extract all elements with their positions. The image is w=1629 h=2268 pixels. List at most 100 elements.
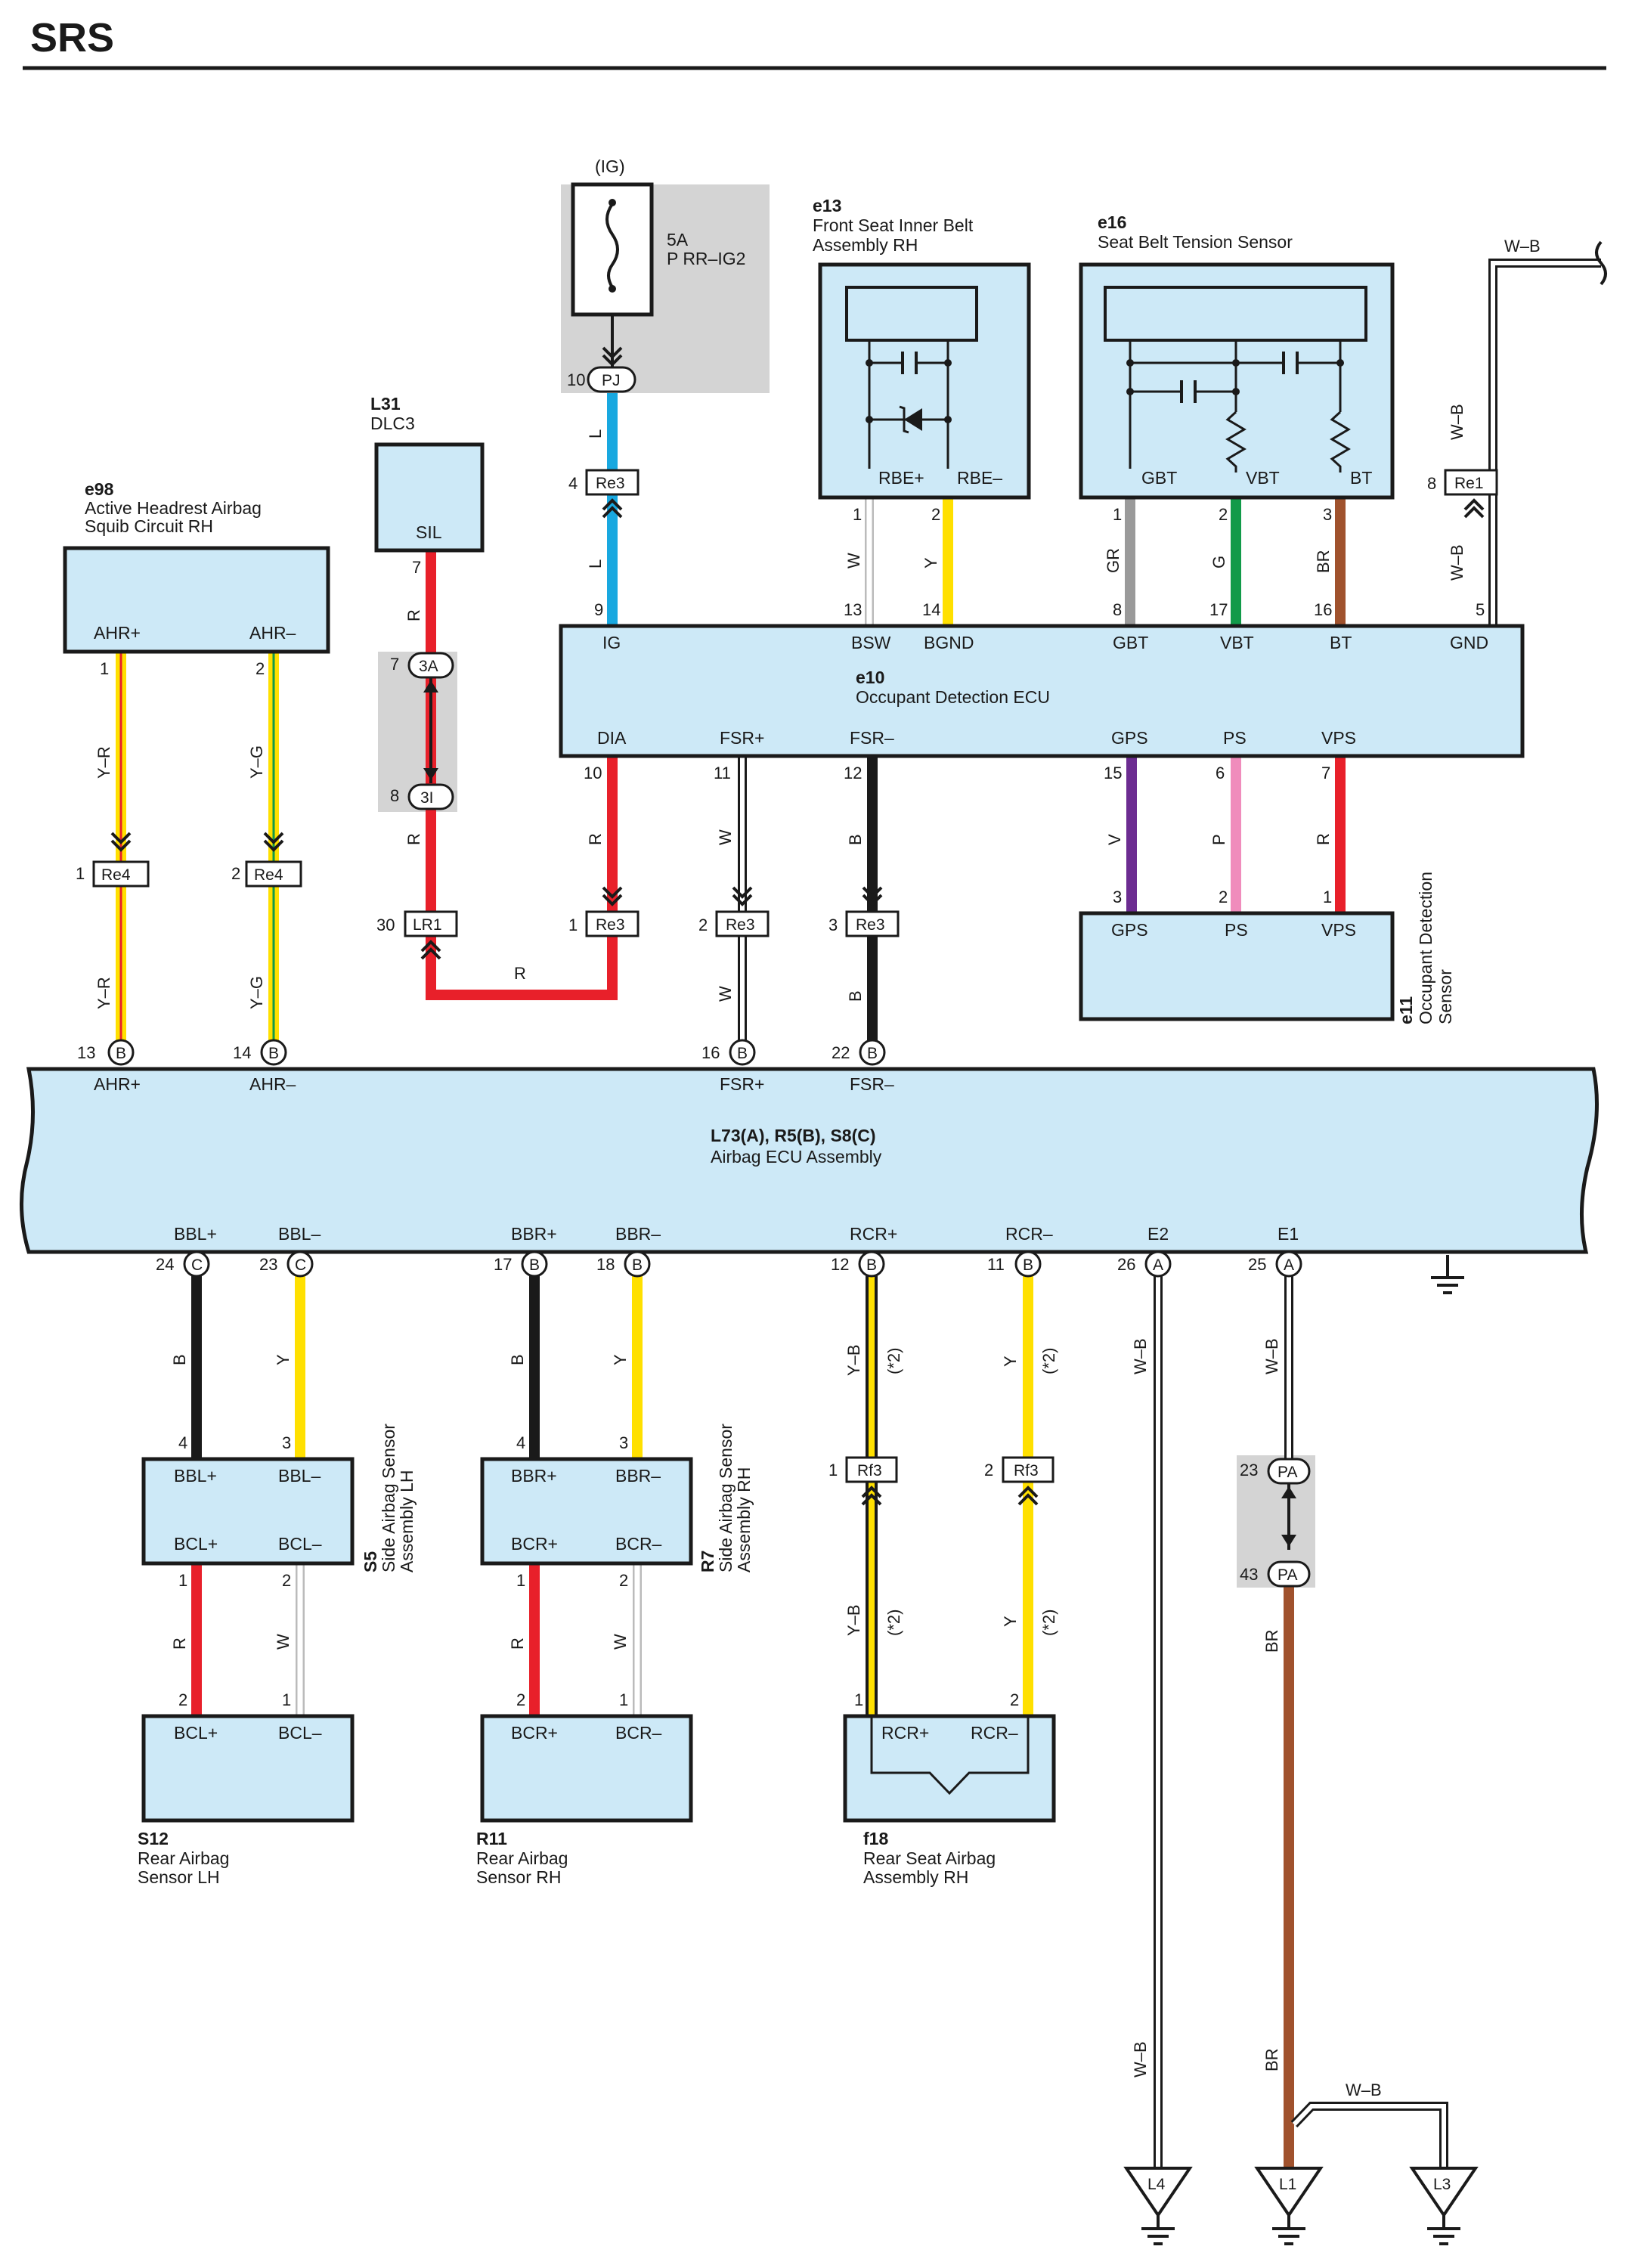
svg-text:8: 8 — [1113, 600, 1122, 619]
svg-text:RCR–: RCR– — [971, 1723, 1018, 1743]
svg-text:Front Seat Inner Belt: Front Seat Inner Belt — [813, 215, 974, 235]
svg-text:1: 1 — [1113, 505, 1122, 524]
svg-text:e13: e13 — [813, 196, 841, 215]
airbag-top-connectors: B 13 B 14 B 16 B 22 — [77, 1039, 886, 1066]
svg-text:BCL–: BCL– — [278, 1534, 322, 1554]
svg-text:W: W — [716, 829, 735, 845]
svg-text:Re4: Re4 — [254, 866, 283, 884]
svg-text:GND: GND — [1450, 633, 1488, 652]
ground-l3: L3 — [1409, 2167, 1479, 2245]
svg-text:22: 22 — [832, 1043, 850, 1062]
svg-text:(*2): (*2) — [1039, 1348, 1058, 1374]
svg-text:E1: E1 — [1277, 1224, 1299, 1244]
svg-text:16: 16 — [1314, 600, 1332, 619]
svg-text:12: 12 — [831, 1255, 849, 1274]
svg-text:B: B — [268, 1045, 279, 1062]
svg-text:1: 1 — [828, 1461, 838, 1479]
svg-text:B: B — [1023, 1256, 1033, 1274]
svg-text:Re4: Re4 — [101, 866, 131, 884]
svg-text:GBT: GBT — [1113, 633, 1148, 652]
fuse-p-rr-ig2: (IG) 5A P RR–IG2 — [571, 156, 745, 366]
svg-text:30: 30 — [376, 916, 395, 934]
svg-text:4: 4 — [178, 1433, 187, 1452]
svg-text:L: L — [586, 429, 605, 438]
svg-text:1: 1 — [516, 1571, 525, 1590]
svg-text:Active Headrest Airbag: Active Headrest Airbag — [85, 498, 262, 518]
svg-text:W–B: W–B — [1504, 237, 1541, 256]
svg-text:1: 1 — [619, 1690, 628, 1709]
svg-text:FSR–: FSR– — [850, 728, 894, 748]
svg-text:W: W — [844, 553, 863, 569]
svg-text:BBR+: BBR+ — [511, 1466, 557, 1486]
svg-text:GPS: GPS — [1111, 920, 1148, 940]
svg-text:BR: BR — [1314, 550, 1333, 573]
svg-text:8: 8 — [1427, 474, 1436, 493]
svg-text:2: 2 — [698, 916, 708, 934]
svg-text:B: B — [632, 1256, 643, 1274]
svg-text:1: 1 — [100, 659, 109, 678]
svg-text:Re3: Re3 — [596, 475, 625, 492]
svg-text:PA: PA — [1277, 1464, 1297, 1481]
svg-text:RBE+: RBE+ — [878, 468, 924, 488]
svg-text:VBT: VBT — [1220, 633, 1254, 652]
svg-text:R: R — [1314, 833, 1333, 845]
svg-text:BCR+: BCR+ — [511, 1534, 558, 1554]
svg-text:11: 11 — [987, 1255, 1005, 1274]
component-s5-side-airbag-sensor-lh: BBL+ BBL– BCL+ BCL– 4 3 1 2 S5 Side Airb… — [141, 1424, 417, 1590]
svg-text:PS: PS — [1223, 728, 1247, 748]
svg-text:L: L — [586, 559, 605, 569]
svg-text:PS: PS — [1225, 920, 1248, 940]
svg-text:16: 16 — [701, 1043, 720, 1062]
svg-text:(*2): (*2) — [884, 1610, 903, 1636]
svg-text:BT: BT — [1330, 633, 1352, 652]
wire-gnd-wb — [1488, 259, 1601, 626]
svg-text:BBR–: BBR– — [615, 1224, 661, 1244]
svg-text:Y–B: Y–B — [844, 1604, 863, 1636]
svg-text:Assembly RH: Assembly RH — [863, 1867, 968, 1887]
svg-text:Re3: Re3 — [726, 916, 755, 934]
svg-text:R: R — [170, 1637, 189, 1650]
svg-text:BBL+: BBL+ — [174, 1224, 217, 1244]
svg-text:AHR–: AHR– — [249, 1074, 296, 1094]
svg-text:DLC3: DLC3 — [370, 414, 415, 433]
svg-text:14: 14 — [233, 1043, 251, 1062]
svg-text:BGND: BGND — [924, 633, 974, 652]
svg-text:2: 2 — [931, 505, 940, 524]
svg-text:Sensor LH: Sensor LH — [138, 1867, 220, 1887]
junction-pa: 23 PA 43 PA — [1240, 1458, 1311, 1588]
fuse-name: P RR–IG2 — [667, 249, 745, 268]
svg-text:PJ: PJ — [602, 372, 621, 389]
svg-text:BBL–: BBL– — [278, 1466, 321, 1486]
svg-text:RCR–: RCR– — [1005, 1224, 1053, 1244]
svg-text:R: R — [514, 964, 526, 983]
svg-text:R11: R11 — [476, 1829, 507, 1848]
svg-text:4: 4 — [516, 1433, 525, 1452]
e98-code: e98 — [85, 479, 114, 499]
svg-text:Rf3: Rf3 — [1014, 1462, 1039, 1479]
svg-text:f18: f18 — [863, 1829, 888, 1848]
component-r7-side-airbag-sensor-rh: BBR+ BBR– BCR+ BCR– 4 3 1 2 R7 Side Airb… — [480, 1424, 754, 1590]
svg-text:R: R — [508, 1637, 527, 1650]
connector-rf3-1: 1 Rf3 — [828, 1456, 898, 1506]
svg-text:3: 3 — [282, 1433, 291, 1452]
svg-text:Seat Belt Tension Sensor: Seat Belt Tension Sensor — [1098, 232, 1293, 252]
svg-text:17: 17 — [1209, 600, 1228, 619]
connector-re3-1: 1 Re3 — [568, 886, 640, 937]
svg-text:L4: L4 — [1147, 2176, 1166, 2193]
svg-text:2: 2 — [1010, 1690, 1019, 1709]
svg-text:LR1: LR1 — [413, 916, 442, 934]
svg-text:2: 2 — [282, 1571, 291, 1590]
connector-re3-2: 2 Re3 — [698, 886, 770, 937]
svg-text:e11: e11 — [1396, 996, 1416, 1024]
svg-text:Rf3: Rf3 — [857, 1462, 882, 1479]
svg-text:Y–R: Y–R — [94, 746, 113, 779]
svg-text:VPS: VPS — [1321, 728, 1356, 748]
svg-text:L3: L3 — [1433, 2176, 1451, 2193]
svg-text:7: 7 — [1321, 764, 1330, 782]
svg-text:Y: Y — [1001, 1616, 1020, 1627]
svg-text:Assembly RH: Assembly RH — [813, 235, 918, 255]
svg-text:B: B — [508, 1354, 527, 1365]
svg-text:Occupant Detection ECU: Occupant Detection ECU — [856, 687, 1050, 707]
svg-text:B: B — [867, 1045, 878, 1062]
svg-text:3: 3 — [1113, 888, 1122, 906]
